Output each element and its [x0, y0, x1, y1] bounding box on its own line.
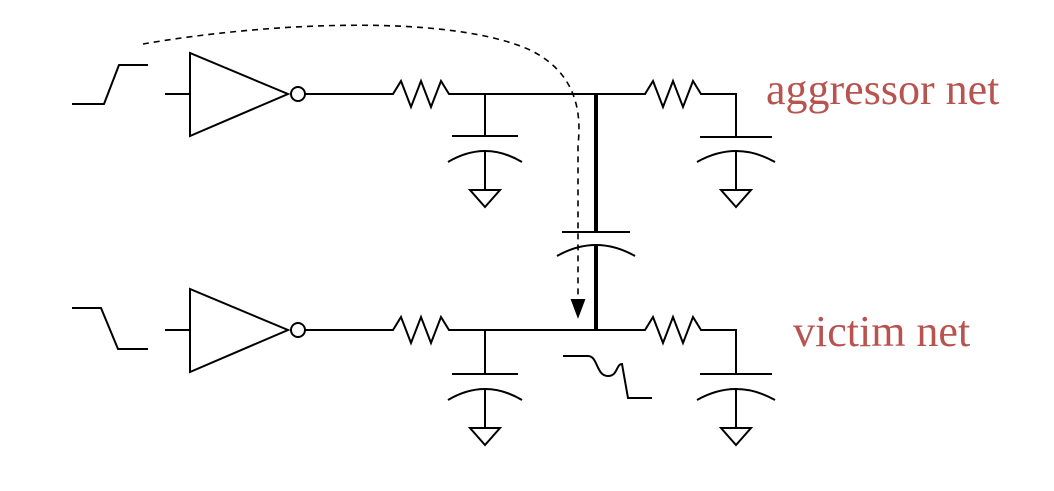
ground-icon	[718, 189, 754, 209]
aggressor-resistor-2-icon	[637, 78, 710, 110]
aggressor-net	[72, 51, 776, 209]
aggressor-inverter-icon	[165, 51, 383, 138]
ground-icon	[718, 427, 754, 447]
aggressor-load-capacitor-icon	[696, 93, 776, 190]
ground-icon	[467, 427, 503, 447]
rising-waveform-icon	[72, 64, 148, 105]
coupling-path-arrow	[142, 24, 586, 319]
arrowhead-icon	[570, 299, 586, 319]
victim-net-label: victim net	[793, 307, 971, 356]
victim-capacitor-1-icon	[447, 330, 523, 428]
glitch-waveform-icon	[563, 355, 652, 399]
victim-resistor-1-icon	[383, 314, 455, 346]
victim-load-capacitor-icon	[696, 329, 776, 428]
falling-waveform-icon	[72, 307, 148, 350]
aggressor-capacitor-1-icon	[447, 94, 523, 190]
coupling-capacitor-icon	[556, 94, 636, 330]
victim-inverter-icon	[165, 287, 383, 374]
ground-icon	[467, 189, 503, 209]
victim-net	[72, 287, 776, 447]
victim-resistor-2-icon	[637, 314, 710, 346]
aggressor-net-label: aggressor net	[766, 65, 1000, 114]
aggressor-resistor-1-icon	[383, 78, 455, 110]
